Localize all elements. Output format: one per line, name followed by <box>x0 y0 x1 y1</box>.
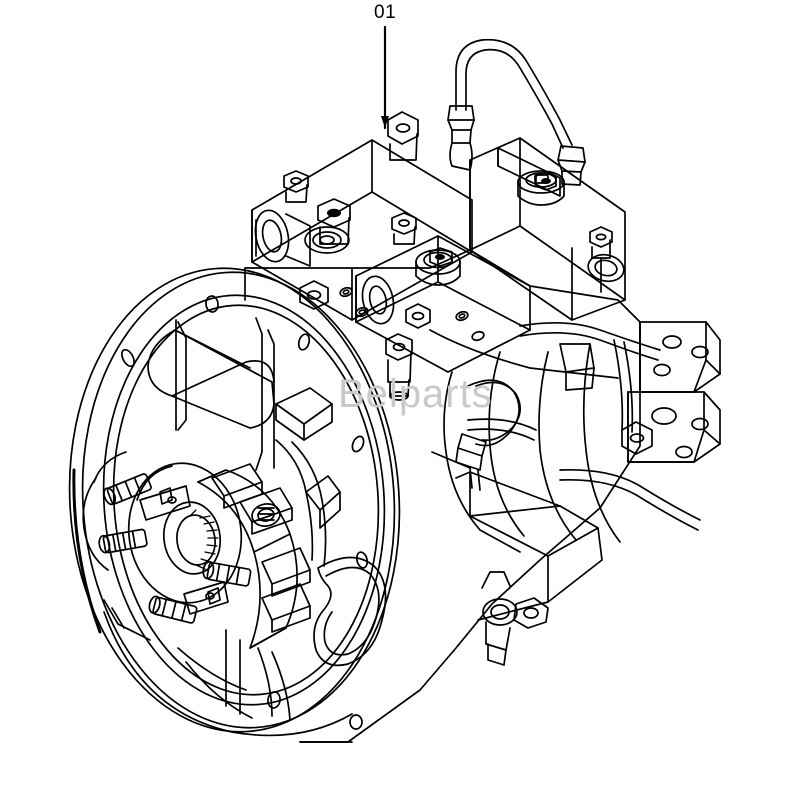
rigid-hydraulic-tubes <box>467 321 701 531</box>
splined-coupling-hub <box>127 462 243 604</box>
hex-fitting-top-left <box>387 111 419 161</box>
hose-loop <box>455 379 521 491</box>
line-art <box>68 25 721 743</box>
port-flange-lower <box>621 391 721 463</box>
outer-edge-shadow <box>72 468 102 634</box>
drive-coupling-blocks <box>197 463 311 649</box>
housing-lugs <box>82 451 127 571</box>
coupling-bolts <box>98 473 252 624</box>
arched-hydraulic-tube <box>447 38 586 186</box>
callout-leader-line <box>381 25 389 130</box>
watermark-text: Belparts <box>338 372 493 416</box>
lower-valve-fitting <box>481 571 549 666</box>
regulator-valve-block-left <box>251 139 473 321</box>
regulator-valve-block-mid <box>355 212 531 373</box>
drain-port-fitting <box>385 333 413 401</box>
